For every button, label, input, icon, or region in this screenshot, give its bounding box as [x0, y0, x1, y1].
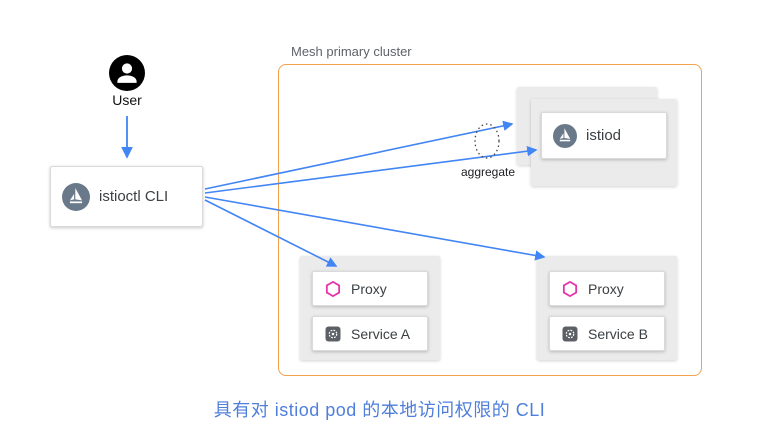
cluster-label: Mesh primary cluster	[291, 44, 412, 59]
service-label: Service A	[351, 325, 411, 342]
istio-sail-icon	[62, 182, 90, 211]
aggregate-label: aggregate	[460, 165, 516, 179]
user-icon	[109, 55, 145, 91]
istio-sail-icon	[553, 123, 577, 148]
proxy-node-left: Proxy	[312, 271, 428, 306]
proxy-label: Proxy	[588, 280, 624, 297]
service-icon	[324, 325, 342, 343]
service-node-left: Service A	[312, 316, 428, 351]
caption: 具有对 istiod pod 的本地访问权限的 CLI	[213, 400, 546, 420]
proxy-label: Proxy	[351, 280, 387, 297]
istiod-node: istiod	[541, 112, 667, 159]
proxy-hexagon-icon	[561, 280, 579, 298]
user-label: User	[112, 92, 142, 108]
proxy-node-right: Proxy	[549, 271, 665, 306]
istiod-label: istiod	[586, 127, 622, 144]
service-node-right: Service B	[549, 316, 665, 351]
istioctl-node: istioctl CLI	[50, 166, 203, 227]
service-label: Service B	[588, 325, 648, 342]
service-icon	[561, 325, 579, 343]
proxy-hexagon-icon	[324, 280, 342, 298]
istioctl-label: istioctl CLI	[99, 188, 169, 205]
